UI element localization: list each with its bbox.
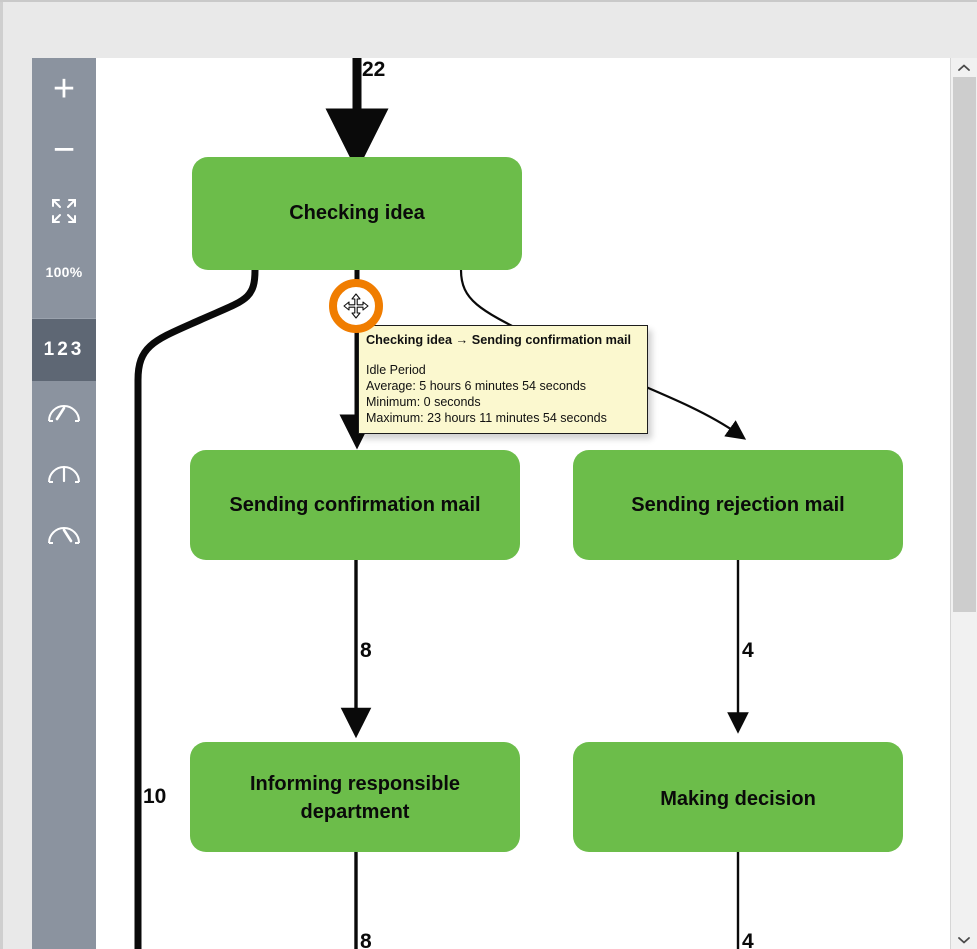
scroll-down-button[interactable] bbox=[951, 930, 977, 949]
process-flow-diagram: Checking idea Sending confirmation mail … bbox=[134, 58, 903, 949]
edge-checking-idea-left-loop[interactable] bbox=[134, 269, 259, 949]
zoom-out-button[interactable]: − bbox=[32, 119, 96, 180]
minus-icon: − bbox=[52, 128, 76, 171]
duration-low-button[interactable] bbox=[32, 381, 96, 442]
window-left-border bbox=[0, 2, 3, 949]
diagram-edge-labels: 22 10 8 4 8 4 bbox=[143, 58, 754, 949]
node-making-decision[interactable]: Making decision bbox=[573, 742, 903, 852]
tooltip-maximum: Maximum: 23 hours 11 minutes 54 seconds bbox=[366, 411, 607, 425]
node-label-informing-responsible-department-line1: Informing responsible bbox=[250, 773, 460, 795]
node-label-making-decision: Making decision bbox=[660, 788, 816, 810]
tooltip-title: Checking idea → Sending confirmation mai… bbox=[366, 333, 632, 347]
scrollbar-thumb[interactable] bbox=[953, 77, 976, 612]
diagram-canvas[interactable]: Checking idea Sending confirmation mail … bbox=[96, 58, 950, 949]
node-label-informing-responsible-department-line2: department bbox=[301, 801, 410, 823]
node-label-sending-rejection-mail: Sending rejection mail bbox=[631, 494, 844, 516]
node-checking-idea[interactable]: Checking idea bbox=[192, 157, 522, 270]
absolute-frequency-label: 123 bbox=[43, 339, 85, 360]
diagram-nodes: Checking idea Sending confirmation mail … bbox=[190, 157, 903, 852]
absolute-frequency-button[interactable]: 123 bbox=[32, 319, 96, 381]
drag-handle-marker[interactable] bbox=[329, 279, 383, 333]
edge-label-inform-outgoing: 8 bbox=[360, 930, 372, 949]
window-top-border bbox=[0, 0, 977, 2]
gauge-low-icon bbox=[48, 404, 80, 422]
duration-median-button[interactable] bbox=[32, 442, 96, 503]
zoom-level-text: 100% bbox=[45, 263, 83, 280]
node-label-sending-confirmation-mail: Sending confirmation mail bbox=[229, 494, 480, 516]
plus-icon: + bbox=[52, 67, 76, 110]
edge-label-left-branch: 10 bbox=[143, 785, 166, 808]
gauge-mid-icon bbox=[48, 465, 80, 483]
edge-metrics-tooltip: Checking idea → Sending confirmation mai… bbox=[358, 325, 648, 434]
chevron-down-icon bbox=[958, 936, 970, 943]
edge-label-confirm-to-inform: 8 bbox=[360, 639, 372, 662]
scroll-up-button[interactable] bbox=[951, 58, 977, 77]
fit-to-screen-button[interactable] bbox=[32, 180, 96, 241]
edge-label-start-incoming: 22 bbox=[362, 58, 385, 81]
chevron-up-icon bbox=[958, 64, 970, 71]
tooltip-metric-label: Idle Period bbox=[366, 363, 426, 377]
duration-high-button[interactable] bbox=[32, 503, 96, 564]
node-informing-responsible-department[interactable]: Informing responsible department bbox=[190, 742, 520, 852]
vertical-scrollbar[interactable] bbox=[950, 58, 977, 949]
toolbar-divider bbox=[32, 318, 96, 319]
node-label-checking-idea: Checking idea bbox=[289, 202, 425, 224]
edge-label-decision-outgoing: 4 bbox=[742, 930, 754, 949]
zoom-level-display[interactable]: 100% bbox=[32, 241, 96, 302]
gauge-high-icon bbox=[48, 526, 80, 544]
tooltip-average: Average: 5 hours 6 minutes 54 seconds bbox=[366, 379, 587, 393]
expand-arrows-icon bbox=[52, 198, 76, 223]
canvas-toolbar: + − 100% 123 bbox=[32, 58, 96, 949]
node-sending-rejection-mail[interactable]: Sending rejection mail bbox=[573, 450, 903, 560]
tooltip-minimum: Minimum: 0 seconds bbox=[366, 395, 481, 409]
zoom-in-button[interactable]: + bbox=[32, 58, 96, 119]
edge-label-reject-to-decision: 4 bbox=[742, 639, 754, 662]
node-sending-confirmation-mail[interactable]: Sending confirmation mail bbox=[190, 450, 520, 560]
move-cursor-icon bbox=[343, 293, 369, 319]
